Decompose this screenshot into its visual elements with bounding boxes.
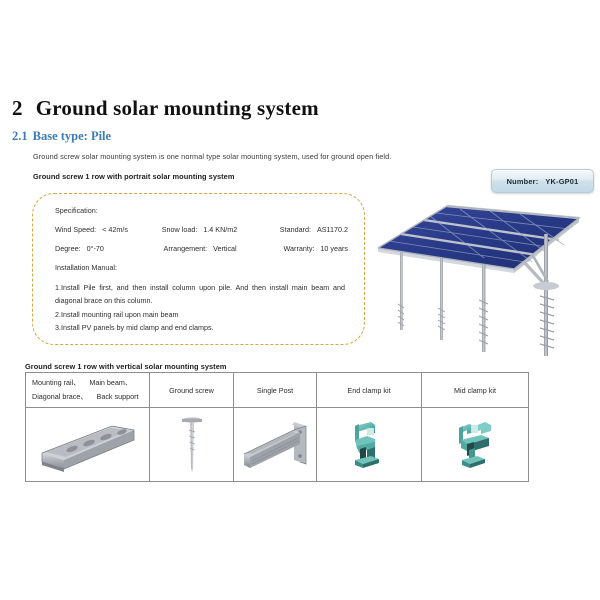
specification-grid: Wind Speed:< 42m/s Snow load:1.4 KN/m2 S… xyxy=(55,225,348,253)
mounting-rail-image xyxy=(41,425,134,472)
manual-step-1: 1.Install Pile first, and then install c… xyxy=(55,283,345,306)
spec-row: Degree:0°-70 Arrangement:Vertical Warran… xyxy=(55,244,348,253)
manual-step-2: 2.Install mounting rail upon main beam xyxy=(55,309,179,319)
badge-text: Number: YK-GP01 xyxy=(507,177,579,186)
table-cell-mounting-rail xyxy=(25,407,150,482)
ground-screw-post xyxy=(478,264,489,352)
solar-array-svg xyxy=(377,204,581,356)
pv-panel-array xyxy=(377,204,581,273)
specification-box: Specification: Wind Speed:< 42m/s Snow l… xyxy=(32,193,365,345)
table-header-rail: Mounting rail、Main beam、 Diagonal brace、… xyxy=(25,372,150,408)
section-title: Ground solar mounting system xyxy=(35,96,319,120)
badge-value: YK-GP01 xyxy=(545,176,579,186)
section-heading: 2 Ground solar mounting system xyxy=(12,96,319,121)
subsection-number: 2.1 xyxy=(12,129,28,143)
badge-label: Number: xyxy=(506,176,539,186)
manual-step-3: 3.Install PV panels by mid clamp and end… xyxy=(55,322,214,332)
table-cell-mid-clamp-kit xyxy=(421,407,529,482)
spec-warranty: Warranty:10 years xyxy=(283,244,348,253)
spec-wind-speed: Wind Speed:< 42m/s xyxy=(55,225,128,234)
single-post-image xyxy=(243,421,307,468)
table-header-end-clamp: End clamp kit xyxy=(316,372,422,408)
header-line-2: Diagonal brace、Back support xyxy=(32,392,139,401)
table-header-row: Mounting rail、Main beam、 Diagonal brace、… xyxy=(25,372,529,408)
table-header-mid-clamp: Mid clamp kit xyxy=(421,372,529,408)
solar-array-illustration xyxy=(372,196,596,356)
components-table: Mounting rail、Main beam、 Diagonal brace、… xyxy=(25,372,529,482)
section-number: 2 xyxy=(12,96,23,120)
subsection-heading: 2.1 Base type: Pile xyxy=(12,129,111,144)
spec-snow-load: Snow load:1.4 KN/m2 xyxy=(161,225,238,234)
table-header-ground-screw: Ground screw xyxy=(149,372,234,408)
subsection-title: Base type: Pile xyxy=(32,129,112,143)
table-cell-single-post xyxy=(233,407,317,482)
spec-degree: Degree:0°-70 xyxy=(55,244,104,253)
spec-standard: Standard:AS1170.2 xyxy=(279,225,348,234)
number-badge: Number: YK-GP01 xyxy=(491,169,594,193)
table-cell-end-clamp-kit xyxy=(316,407,422,482)
intro-paragraph: Ground screw solar mounting system is on… xyxy=(33,152,392,161)
table-cell-ground-screw xyxy=(149,407,234,482)
table-header-single-post: Single Post xyxy=(233,372,317,408)
subhead-portrait: Ground screw 1 row with portrait solar m… xyxy=(33,172,235,181)
ground-screw-image xyxy=(181,416,202,472)
spec-row: Wind Speed:< 42m/s Snow load:1.4 KN/m2 S… xyxy=(55,225,348,234)
ground-screw-post xyxy=(437,258,446,340)
end-clamp-kit-image xyxy=(355,421,379,468)
column-and-diagonal-brace xyxy=(522,234,559,356)
table-image-row xyxy=(25,407,529,482)
header-line-1: Mounting rail、Main beam、 xyxy=(32,377,133,387)
ground-screw-post xyxy=(397,252,405,330)
specification-title: Specification: xyxy=(55,206,98,215)
subhead-vertical: Ground screw 1 row with vertical solar m… xyxy=(25,362,227,371)
spec-arrangement: Arrangement:Vertical xyxy=(163,244,237,253)
installation-manual-title: Installation Manual: xyxy=(55,263,117,272)
mid-clamp-kit-image xyxy=(459,421,491,468)
